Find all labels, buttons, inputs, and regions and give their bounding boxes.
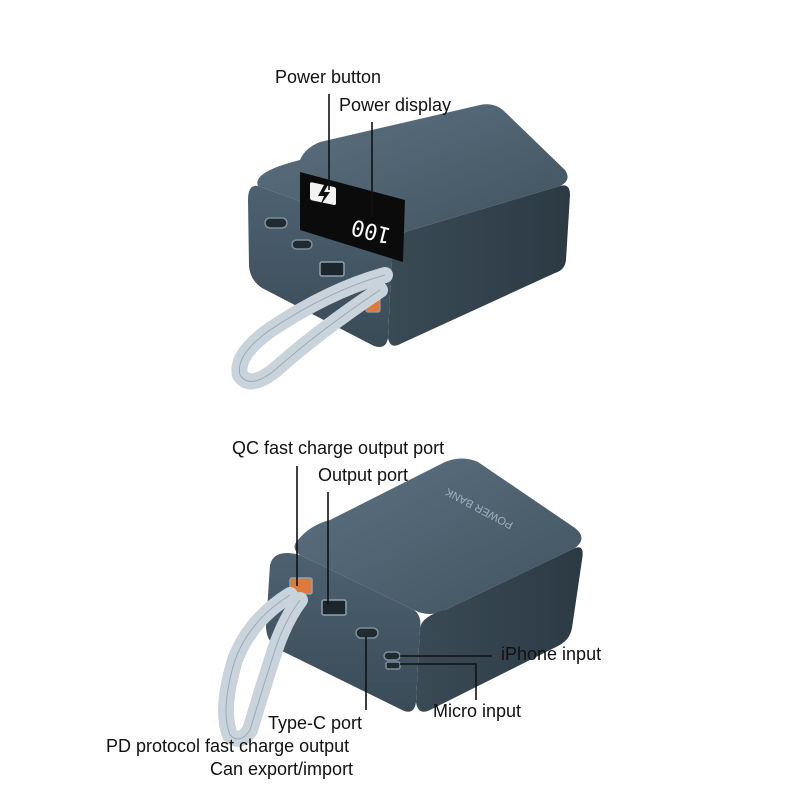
typec-port-label: Type-C port bbox=[268, 713, 363, 733]
bottom-power-bank: POWER BANK bbox=[218, 458, 583, 747]
iphone-input-port bbox=[383, 651, 401, 661]
qc-port-label: QC fast charge output port bbox=[232, 438, 445, 458]
top-bank-side-face bbox=[388, 185, 570, 346]
iphone-input-label: iPhone input bbox=[501, 644, 602, 664]
usb-output-port bbox=[321, 599, 347, 616]
micro-input-leader bbox=[400, 663, 477, 700]
micro-input-port bbox=[385, 661, 401, 670]
top-typec-port-2 bbox=[291, 239, 313, 250]
bottom-bank-side-face bbox=[416, 547, 583, 712]
export-import-label: Can export/import bbox=[210, 759, 354, 779]
top-power-bank: 100 bbox=[231, 104, 570, 390]
top-usb-port bbox=[319, 261, 345, 277]
top-typec-port-1 bbox=[264, 217, 288, 229]
bottom-bank-top-face bbox=[294, 458, 582, 614]
pd-protocol-label: PD protocol fast charge output bbox=[106, 736, 350, 756]
typec-port bbox=[355, 627, 379, 639]
power-button-label: Power button bbox=[275, 67, 382, 87]
output-port-label: Output port bbox=[318, 465, 409, 485]
power-display-label: Power display bbox=[339, 95, 452, 115]
micro-input-label: Micro input bbox=[433, 701, 522, 721]
